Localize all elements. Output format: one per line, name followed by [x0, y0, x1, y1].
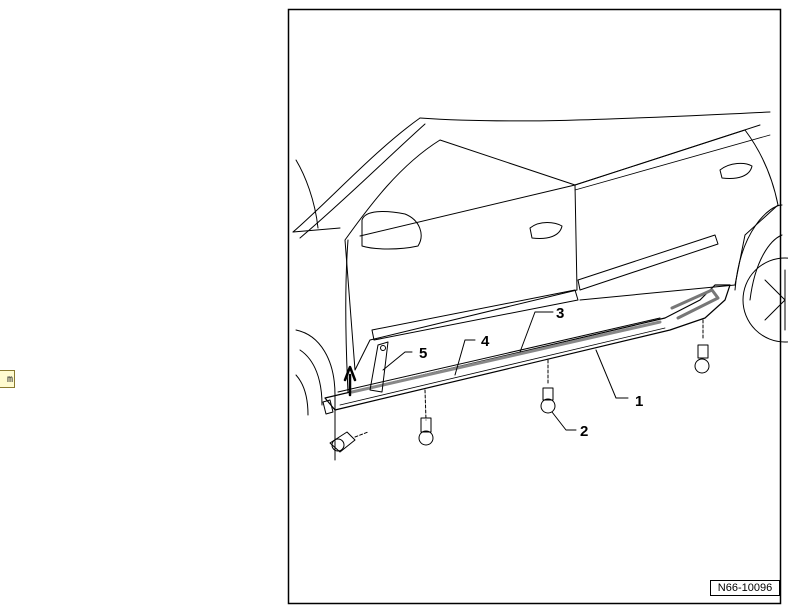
rear-wheel-arch [734, 204, 783, 291]
screw-rear [694, 319, 710, 374]
rear-wheel [742, 257, 788, 343]
a-pillar [292, 117, 426, 239]
screw-front [418, 389, 434, 446]
retaining-bracket [369, 341, 389, 393]
side-mirror [361, 211, 422, 250]
diagram-frame [287, 8, 782, 605]
screw-front-left [329, 431, 369, 453]
roof-line [419, 111, 771, 122]
front-door-window-line [359, 184, 576, 237]
callout-5: 5 [419, 345, 427, 362]
sill-trim [324, 284, 731, 411]
callout-2: 2 [580, 423, 588, 440]
leader-5 [382, 351, 413, 371]
rear-door-window-line [574, 124, 761, 186]
front-door [344, 139, 578, 371]
rear-door [574, 129, 779, 301]
callout-1: 1 [635, 393, 643, 410]
leader-1 [595, 349, 629, 399]
callout-3: 3 [556, 305, 564, 322]
side-panel-tag: m [0, 370, 15, 388]
front-wheel-arch [295, 329, 336, 461]
rear-door-handle [719, 162, 753, 179]
leader-4 [454, 339, 476, 376]
callout-4: 4 [481, 333, 490, 350]
windshield-edge [295, 159, 319, 229]
direction-arrow [343, 365, 357, 397]
leader-3 [519, 311, 554, 353]
leader-2 [551, 411, 577, 431]
door-trim-strip-front [371, 289, 579, 341]
door-trim-strip-rear [577, 234, 719, 291]
hood-line [292, 227, 341, 233]
screw-middle [540, 359, 556, 414]
front-door-handle [529, 222, 563, 239]
figure-id-label: N66-10096 [710, 580, 780, 596]
